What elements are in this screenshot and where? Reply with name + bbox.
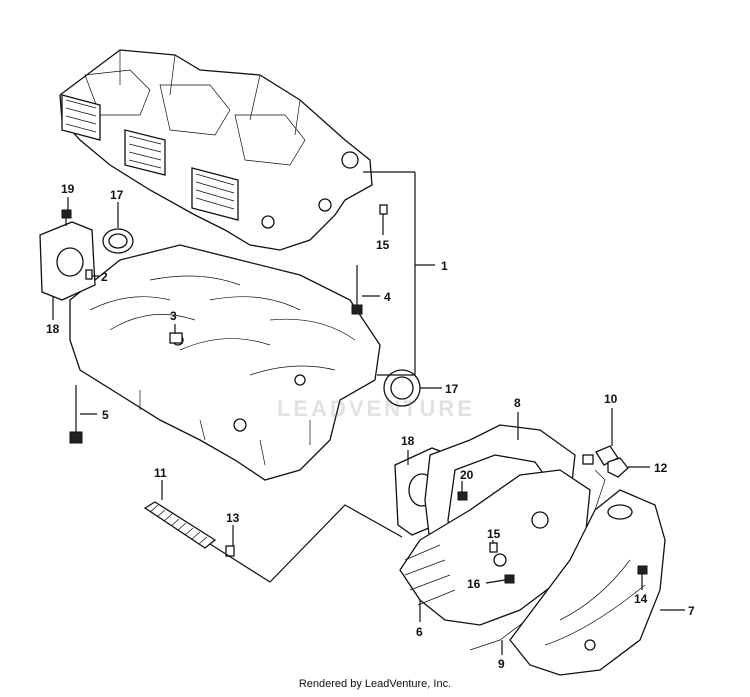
callout-1: 1	[441, 259, 448, 273]
dowel-pin-15-lower	[489, 542, 498, 553]
callout-13: 13	[226, 511, 240, 525]
callout-2: 2	[101, 270, 108, 284]
callout-9: 9	[498, 657, 505, 671]
callout-15-upper: 15	[376, 238, 390, 252]
callout-7: 7	[688, 604, 695, 618]
callout-6: 6	[416, 625, 423, 639]
bolt-4	[351, 265, 363, 315]
oil-seal-17-left	[102, 228, 134, 254]
callout-18-left: 18	[46, 322, 60, 336]
dowel-pin-15-upper	[379, 204, 388, 215]
plug-12	[607, 457, 629, 478]
lower-crankcase	[69, 244, 381, 481]
footer-credit: Rendered by LeadVenture, Inc.	[298, 678, 452, 690]
callout-11: 11	[154, 466, 167, 480]
callout-3: 3	[170, 309, 177, 323]
callout-12: 12	[654, 461, 668, 475]
bolt-14	[637, 565, 648, 575]
callout-4: 4	[384, 290, 391, 304]
dowel-pin-2	[85, 269, 93, 280]
bolt-16	[504, 574, 515, 584]
bolt-5	[69, 385, 83, 444]
housing-cover-7	[509, 489, 666, 676]
leader-lines	[52, 171, 685, 655]
bolt-19	[61, 209, 72, 226]
hose-11	[143, 501, 217, 549]
callout-15-lower: 15	[487, 527, 501, 541]
upper-crankcase	[59, 49, 373, 251]
callout-17-left: 17	[110, 188, 124, 202]
seal-housing-18-left	[39, 221, 96, 301]
callout-19: 19	[61, 182, 75, 196]
stud-3	[169, 332, 183, 344]
callout-17-right: 17	[445, 382, 459, 396]
callout-5: 5	[102, 408, 109, 422]
callout-10: 10	[604, 392, 618, 406]
oil-seal-17-right	[383, 369, 421, 407]
callout-18-right: 18	[401, 434, 415, 448]
callout-labels: 1 2 3 4 5 6 7 8 9 10 11 12 13 14 15 15 1…	[46, 182, 695, 671]
bolt-20	[457, 491, 468, 501]
watermark: LEADVENTURE	[276, 396, 475, 421]
callout-16: 16	[467, 577, 481, 591]
callout-14: 14	[634, 592, 648, 606]
callout-8: 8	[514, 396, 521, 410]
callout-20: 20	[460, 468, 474, 482]
